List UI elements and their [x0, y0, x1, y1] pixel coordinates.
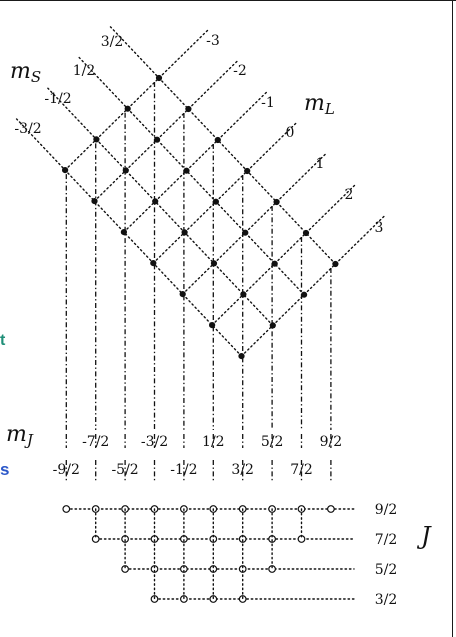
- mL-column-line: [181, 152, 328, 295]
- right-edge-line: [452, 0, 453, 637]
- product-state-dot: [302, 229, 310, 237]
- J-axis-symbol: J: [416, 522, 432, 550]
- mL-column-line: [211, 183, 357, 326]
- top-edge-line: [0, 0, 456, 1]
- mL-column-line: [93, 59, 240, 202]
- mL-value-label: -3: [206, 33, 220, 49]
- product-state-dot: [183, 167, 190, 174]
- coupled-state-circle: [62, 505, 71, 513]
- product-state-dot: [152, 198, 159, 205]
- mL-value-label: 3: [375, 220, 384, 236]
- mJ-value-label: 9/2: [320, 434, 343, 450]
- J-value-label: 9/2: [375, 502, 398, 518]
- J-value-label: 3/2: [375, 592, 398, 608]
- product-state-dot: [212, 198, 219, 205]
- product-state-dot: [62, 167, 69, 174]
- product-state-dot: [210, 260, 218, 267]
- product-state-dot: [181, 229, 188, 236]
- mJ-value-label: -5/2: [111, 462, 138, 478]
- mL-value-label: 1: [316, 156, 325, 172]
- mJ-value-label: 5/2: [261, 434, 284, 450]
- product-state-dot: [273, 198, 280, 206]
- mL-value-label: 0: [286, 125, 295, 141]
- mL-column-line: [152, 121, 298, 264]
- product-state-dot: [269, 322, 276, 329]
- product-state-dot: [301, 291, 308, 298]
- coupled-state-circle: [327, 505, 335, 513]
- product-state-dot: [214, 136, 221, 144]
- mJ-value-label: -9/2: [53, 462, 80, 478]
- mJ-value-label: -7/2: [82, 434, 109, 450]
- edge-fragment-upper: t: [0, 332, 6, 349]
- mS-row-line: [47, 87, 274, 327]
- J-value-label: 7/2: [375, 532, 398, 548]
- product-state-dot: [332, 260, 339, 268]
- mJ-value-label: -1/2: [170, 462, 197, 478]
- mS-value-label: -1/2: [44, 91, 71, 107]
- mJ-value-label: 1/2: [202, 434, 225, 450]
- product-state-dot: [93, 136, 100, 143]
- mL-axis-symbol: mL: [304, 91, 335, 118]
- product-state-dot: [124, 105, 131, 112]
- product-state-dot: [91, 198, 98, 205]
- product-state-dot: [120, 229, 127, 236]
- mL-column-line: [123, 90, 269, 233]
- mS-row-line: [78, 56, 305, 296]
- mL-column-line: [64, 28, 210, 171]
- product-state-dot: [209, 322, 216, 329]
- product-state-dot: [155, 74, 163, 82]
- mS-axis-symbol: mS: [10, 59, 41, 86]
- mS-value-label: 1/2: [73, 63, 96, 79]
- mS-value-label: 3/2: [101, 34, 124, 50]
- product-state-dot: [238, 353, 245, 360]
- mL-value-label: -1: [261, 95, 275, 111]
- edge-fragment-lower: s: [0, 460, 10, 479]
- product-state-dot: [154, 136, 161, 143]
- mS-row-line: [109, 26, 337, 265]
- mS-value-label: -3/2: [14, 121, 41, 137]
- J-value-label: 5/2: [375, 562, 398, 578]
- mJ-value-label: -3/2: [141, 434, 168, 450]
- product-state-dot: [242, 229, 249, 236]
- product-state-dot: [150, 260, 157, 267]
- product-state-dot: [179, 291, 186, 298]
- product-state-dot: [185, 105, 192, 113]
- mJ-value-label: 3/2: [231, 462, 254, 478]
- product-state-dot: [122, 167, 129, 174]
- product-state-dot: [271, 260, 278, 267]
- mL-value-label: -2: [233, 63, 247, 79]
- mJ-axis-symbol: mJ: [6, 422, 34, 449]
- mL-column-line: [240, 214, 387, 357]
- product-state-dot: [240, 291, 247, 298]
- product-state-dot: [244, 167, 251, 175]
- mL-value-label: 2: [345, 187, 354, 203]
- mJ-value-label: 7/2: [290, 462, 313, 478]
- mS-row-line: [15, 118, 243, 357]
